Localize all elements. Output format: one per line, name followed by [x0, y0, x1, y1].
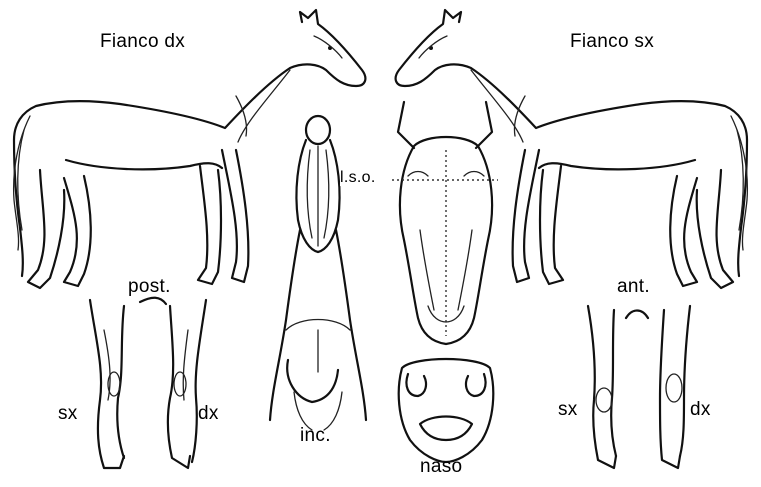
label-hind: post.	[128, 277, 171, 296]
label-neck-inferior: inc.	[300, 426, 331, 445]
label-flank-right: Fianco dx	[100, 32, 185, 51]
label-fore-left: sx	[558, 400, 578, 419]
horse-right-flank-icon	[14, 10, 366, 288]
head-front-icon	[392, 102, 498, 344]
label-fore: ant.	[617, 277, 650, 296]
fore-legs-icon	[588, 306, 690, 468]
neck-ventral-icon	[270, 116, 366, 430]
label-flank-left: Fianco sx	[570, 32, 654, 51]
hind-legs-icon	[90, 298, 206, 468]
label-head-front: l.s.o.	[340, 170, 376, 186]
label-muzzle: naso	[420, 457, 462, 476]
label-hind-left: sx	[58, 404, 78, 423]
label-fore-right: dx	[690, 400, 711, 419]
label-hind-right: dx	[198, 404, 219, 423]
muzzle-icon	[399, 359, 494, 462]
